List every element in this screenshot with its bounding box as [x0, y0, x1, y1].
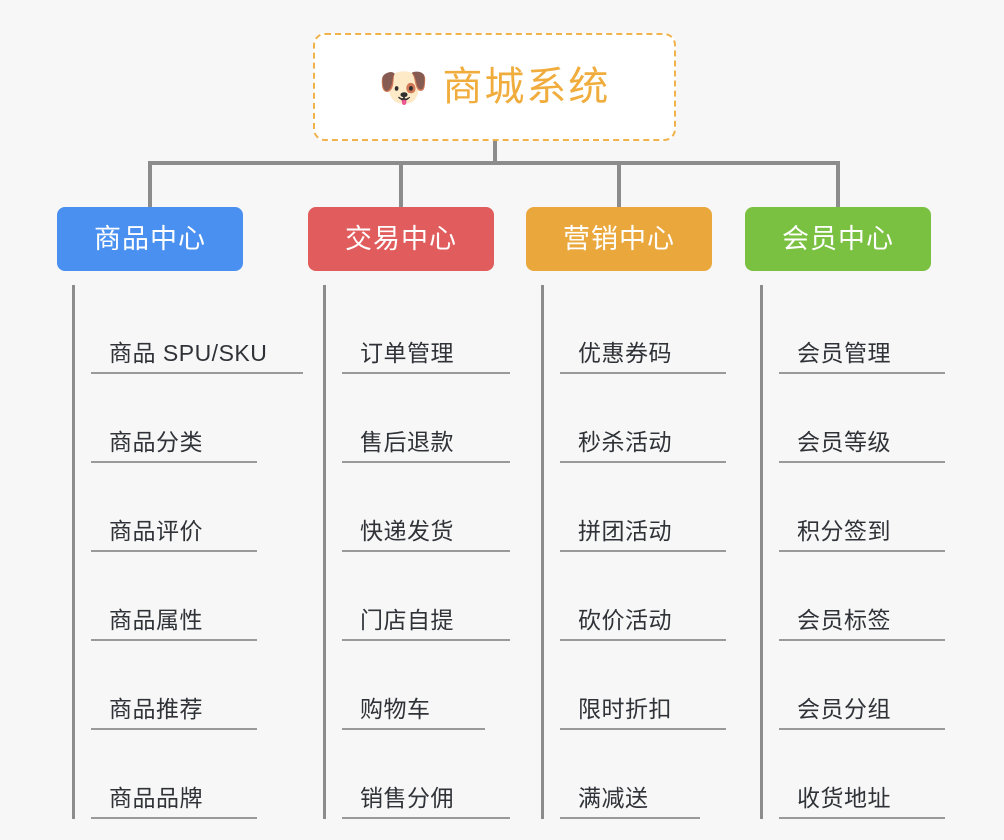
list-item-label: 商品推荐 [109, 696, 203, 723]
list-item[interactable]: 售后退款 [342, 374, 510, 463]
list-item-label: 商品品牌 [109, 785, 203, 812]
list-item-label: 售后退款 [360, 429, 454, 456]
branch-column-2: 交易中心 订单管理 售后退款 快递发货 门店自提 购物车 销售分佣 [308, 207, 528, 819]
list-item-label: 限时折扣 [578, 696, 672, 723]
branch-column-4: 会员中心 会员管理 会员等级 积分签到 会员标签 会员分组 收货地址 [745, 207, 963, 819]
list-item[interactable]: 积分签到 [779, 463, 945, 552]
branch-item-list-3: 优惠券码 秒杀活动 拼团活动 砍价活动 限时折扣 满减送 [541, 285, 744, 819]
list-item[interactable]: 收货地址 [779, 730, 945, 819]
list-item-label: 门店自提 [360, 607, 454, 634]
list-item-label: 购物车 [360, 696, 431, 723]
dog-face-icon: 🐶 [378, 66, 429, 110]
list-item[interactable]: 快递发货 [342, 463, 510, 552]
list-item-label: 砍价活动 [578, 607, 672, 634]
list-item[interactable]: 优惠券码 [560, 285, 726, 374]
list-item-label: 快递发货 [360, 518, 454, 545]
list-item[interactable]: 会员标签 [779, 552, 945, 641]
list-item-label: 商品属性 [109, 607, 203, 634]
root-title: 商城系统 [442, 65, 611, 109]
list-item[interactable]: 拼团活动 [560, 463, 726, 552]
branch-column-3: 营销中心 优惠券码 秒杀活动 拼团活动 砍价活动 限时折扣 满减送 [526, 207, 744, 819]
branch-header-label: 商品中心 [94, 223, 206, 254]
list-item[interactable]: 销售分佣 [342, 730, 510, 819]
connector-drop-4 [836, 161, 840, 207]
branch-item-list-4: 会员管理 会员等级 积分签到 会员标签 会员分组 收货地址 [760, 285, 963, 819]
list-item-label: 会员等级 [797, 429, 891, 456]
list-item[interactable]: 订单管理 [342, 285, 510, 374]
list-item[interactable]: 门店自提 [342, 552, 510, 641]
branch-item-list-1: 商品 SPU/SKU 商品分类 商品评价 商品属性 商品推荐 商品品牌 [72, 285, 303, 819]
branch-header-label: 营销中心 [563, 223, 675, 254]
branch-item-list-2: 订单管理 售后退款 快递发货 门店自提 购物车 销售分佣 [323, 285, 528, 819]
branch-column-1: 商品中心 商品 SPU/SKU 商品分类 商品评价 商品属性 商品推荐 商品品牌 [57, 207, 303, 819]
list-item[interactable]: 会员分组 [779, 641, 945, 730]
list-item-label: 积分签到 [797, 518, 891, 545]
list-item-label: 秒杀活动 [578, 429, 672, 456]
connector-drop-1 [148, 161, 152, 207]
list-item-label: 满减送 [578, 785, 649, 812]
list-item[interactable]: 商品 SPU/SKU [91, 285, 303, 374]
connector-drop-2 [399, 161, 403, 207]
list-item[interactable]: 商品品牌 [91, 730, 257, 819]
branch-header-4[interactable]: 会员中心 [745, 207, 931, 271]
connector-root-stem [493, 141, 497, 163]
connector-drop-3 [617, 161, 621, 207]
list-item-label: 销售分佣 [360, 785, 454, 812]
branch-header-3[interactable]: 营销中心 [526, 207, 712, 271]
list-item-label: 商品 SPU/SKU [109, 340, 268, 367]
list-item-label: 拼团活动 [578, 518, 672, 545]
branch-header-2[interactable]: 交易中心 [308, 207, 494, 271]
list-item[interactable]: 商品属性 [91, 552, 257, 641]
list-item[interactable]: 商品分类 [91, 374, 257, 463]
list-item[interactable]: 购物车 [342, 641, 485, 730]
branch-header-label: 会员中心 [782, 223, 894, 254]
branch-header-label: 交易中心 [345, 223, 457, 254]
list-item[interactable]: 商品评价 [91, 463, 257, 552]
list-item[interactable]: 满减送 [560, 730, 700, 819]
list-item-label: 商品评价 [109, 518, 203, 545]
list-item-label: 收货地址 [797, 785, 891, 812]
list-item[interactable]: 会员等级 [779, 374, 945, 463]
list-item-label: 优惠券码 [578, 340, 672, 367]
list-item[interactable]: 会员管理 [779, 285, 945, 374]
branch-header-1[interactable]: 商品中心 [57, 207, 243, 271]
list-item[interactable]: 限时折扣 [560, 641, 726, 730]
list-item-label: 订单管理 [360, 340, 454, 367]
list-item[interactable]: 砍价活动 [560, 552, 726, 641]
connector-horizontal-bus [148, 161, 840, 165]
list-item-label: 会员管理 [797, 340, 891, 367]
list-item-label: 会员分组 [797, 696, 891, 723]
list-item[interactable]: 秒杀活动 [560, 374, 726, 463]
list-item-label: 商品分类 [109, 429, 203, 456]
list-item-label: 会员标签 [797, 607, 891, 634]
list-item[interactable]: 商品推荐 [91, 641, 257, 730]
root-node[interactable]: 🐶 商城系统 [313, 33, 676, 141]
